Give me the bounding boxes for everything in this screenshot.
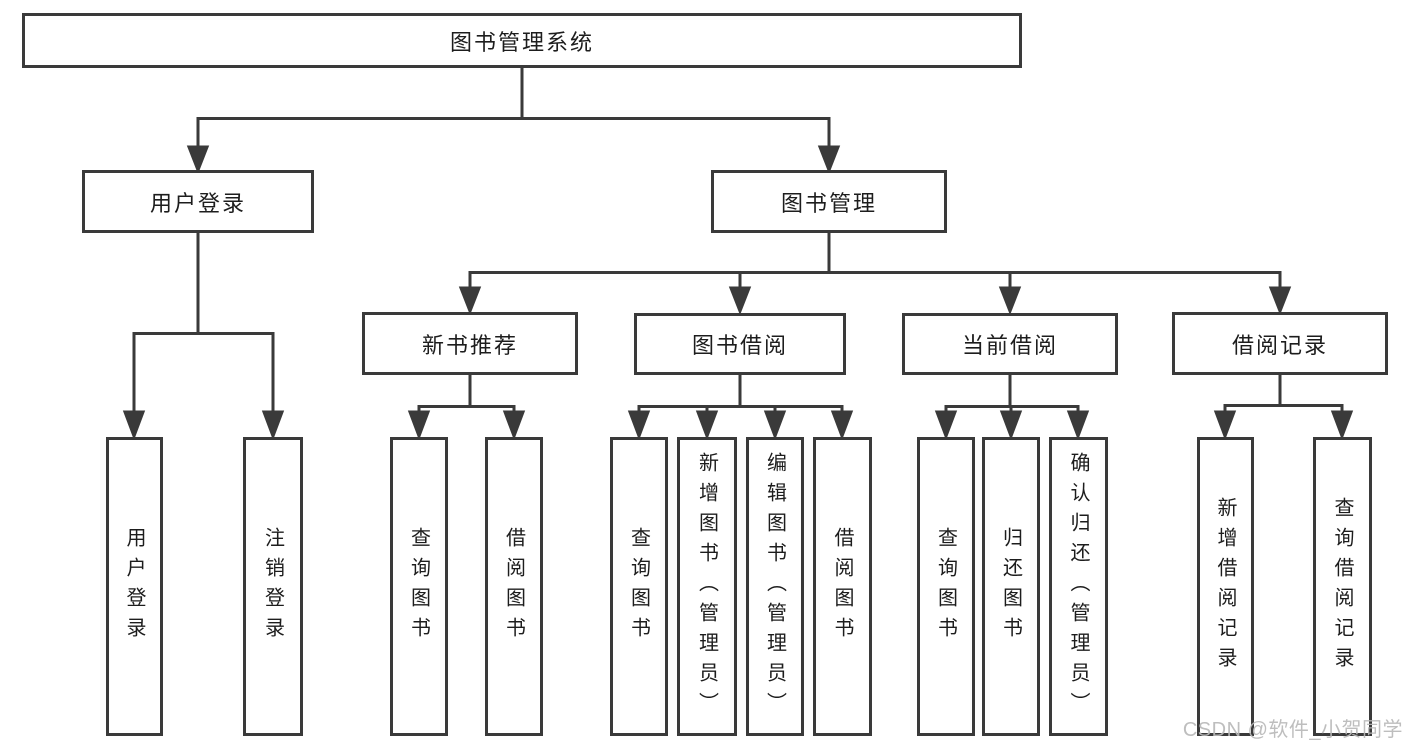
connector-currentborrow-to-leaves xyxy=(934,375,1090,441)
leaf-query-books-2: 查询图书 xyxy=(610,437,668,736)
connector-userlogin-to-leaves xyxy=(122,233,285,441)
connector-newbooks-to-leaves xyxy=(407,375,526,441)
connector-records-to-leaves xyxy=(1213,375,1354,441)
leaf-query-books-3: 查询图书 xyxy=(917,437,975,736)
leaf-edit-book-admin: 编辑图书（管理员） xyxy=(746,437,804,736)
node-borrow-records: 借阅记录 xyxy=(1172,312,1388,375)
leaf-confirm-return-admin: 确认归还（管理员） xyxy=(1049,437,1108,736)
node-current-borrowing: 当前借阅 xyxy=(902,313,1118,375)
node-user-login: 用户登录 xyxy=(82,170,314,233)
node-root: 图书管理系统 xyxy=(22,13,1022,68)
leaf-logout: 注销登录 xyxy=(243,437,303,736)
leaf-add-book-admin: 新增图书（管理员） xyxy=(677,437,737,736)
leaf-borrow-books-2: 借阅图书 xyxy=(813,437,872,736)
leaf-return-books: 归还图书 xyxy=(982,437,1040,736)
leaf-user-login: 用户登录 xyxy=(106,437,163,736)
connector-bookborrow-to-leaves xyxy=(627,375,854,441)
leaf-add-borrow-record: 新增借阅记录 xyxy=(1197,437,1254,736)
connector-root-to-level2 xyxy=(186,68,841,175)
node-book-management: 图书管理 xyxy=(711,170,947,233)
watermark: CSDN @软件_小贺同学 xyxy=(1182,719,1403,741)
leaf-query-books-1: 查询图书 xyxy=(390,437,448,736)
leaf-borrow-books-1: 借阅图书 xyxy=(485,437,543,736)
node-book-borrowing: 图书借阅 xyxy=(634,313,846,375)
connector-bookmgmt-to-level3 xyxy=(458,233,1292,316)
leaf-query-borrow-record: 查询借阅记录 xyxy=(1313,437,1372,736)
node-new-book-recommend: 新书推荐 xyxy=(362,312,578,375)
